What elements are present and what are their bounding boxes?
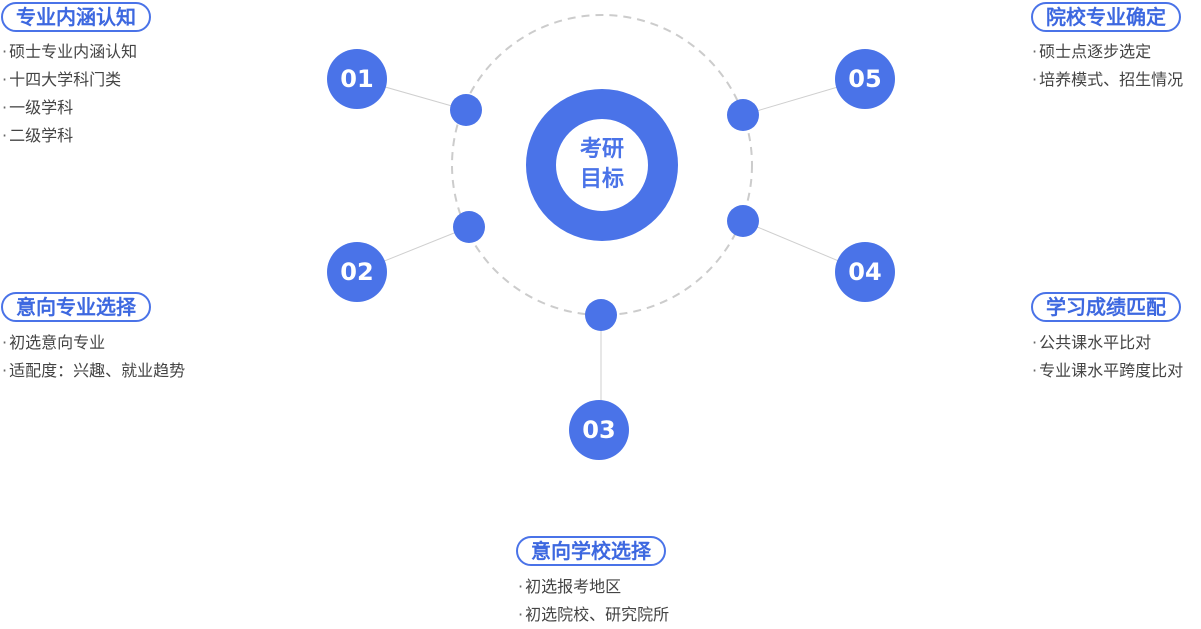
- list-item: 专业课水平跨度比对: [1032, 357, 1183, 385]
- step-number-01: 01: [327, 49, 387, 109]
- section-items-02: 初选意向专业 适配度：兴趣、就业趋势: [2, 329, 185, 385]
- section-items-04: 公共课水平比对 专业课水平跨度比对: [1032, 329, 1183, 385]
- section-items-03: 初选报考地区 初选院校、研究院所: [518, 573, 669, 629]
- list-item: 硕士专业内涵认知: [2, 38, 137, 66]
- section-title-01: 专业内涵认知: [1, 2, 151, 32]
- list-item: 初选报考地区: [518, 573, 669, 601]
- dashed-orbit-ring: [451, 14, 753, 316]
- step-number-04: 04: [835, 242, 895, 302]
- orbit-dot-02: [453, 211, 485, 243]
- list-item: 一级学科: [2, 94, 137, 122]
- list-item: 硕士点逐步选定: [1032, 38, 1183, 66]
- orbit-dot-04: [727, 205, 759, 237]
- section-title-02: 意向专业选择: [1, 292, 151, 322]
- list-item: 初选院校、研究院所: [518, 601, 669, 629]
- list-item: 二级学科: [2, 122, 137, 150]
- step-number-05: 05: [835, 49, 895, 109]
- orbit-dot-01: [450, 94, 482, 126]
- center-label-line2: 目标: [579, 167, 624, 192]
- step-number-03: 03: [569, 400, 629, 460]
- list-item: 公共课水平比对: [1032, 329, 1183, 357]
- step-number-02: 02: [327, 242, 387, 302]
- list-item: 适配度：兴趣、就业趋势: [2, 357, 185, 385]
- list-item: 培养模式、招生情况: [1032, 66, 1183, 94]
- list-item: 初选意向专业: [2, 329, 185, 357]
- section-title-05: 院校专业确定: [1031, 2, 1181, 32]
- section-title-03: 意向学校选择: [516, 536, 666, 566]
- section-items-01: 硕士专业内涵认知 十四大学科门类 一级学科 二级学科: [2, 38, 137, 150]
- orbit-dot-03: [585, 299, 617, 331]
- center-label-line1: 考研: [579, 137, 624, 162]
- section-items-05: 硕士点逐步选定 培养模式、招生情况: [1032, 38, 1183, 94]
- orbit-dot-05: [727, 99, 759, 131]
- list-item: 十四大学科门类: [2, 66, 137, 94]
- section-title-04: 学习成绩匹配: [1031, 292, 1181, 322]
- center-ring: [526, 89, 678, 241]
- center-label: 考研 目标: [562, 135, 642, 195]
